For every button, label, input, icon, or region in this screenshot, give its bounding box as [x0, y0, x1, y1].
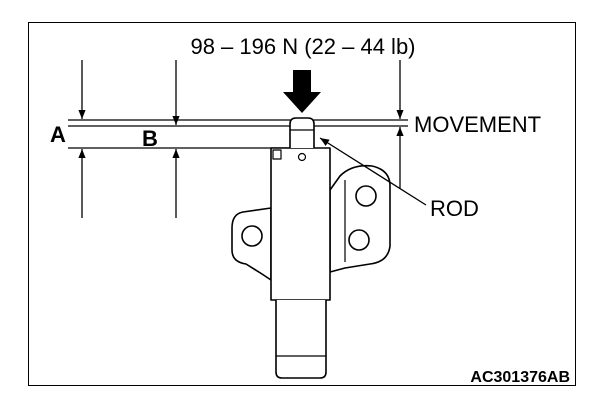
figure-code: AC301376AB [470, 369, 570, 386]
label-a: A [50, 122, 66, 147]
force-label: 98 – 196 N (22 – 44 lb) [190, 34, 415, 59]
rod-leader-line [319, 137, 427, 206]
movement-label: MOVEMENT [414, 112, 541, 137]
reference-lines [68, 119, 408, 149]
press-arrow-icon [283, 70, 321, 113]
label-b: B [142, 126, 158, 151]
tensioner-body [231, 117, 391, 379]
rod-label: ROD [430, 196, 479, 221]
